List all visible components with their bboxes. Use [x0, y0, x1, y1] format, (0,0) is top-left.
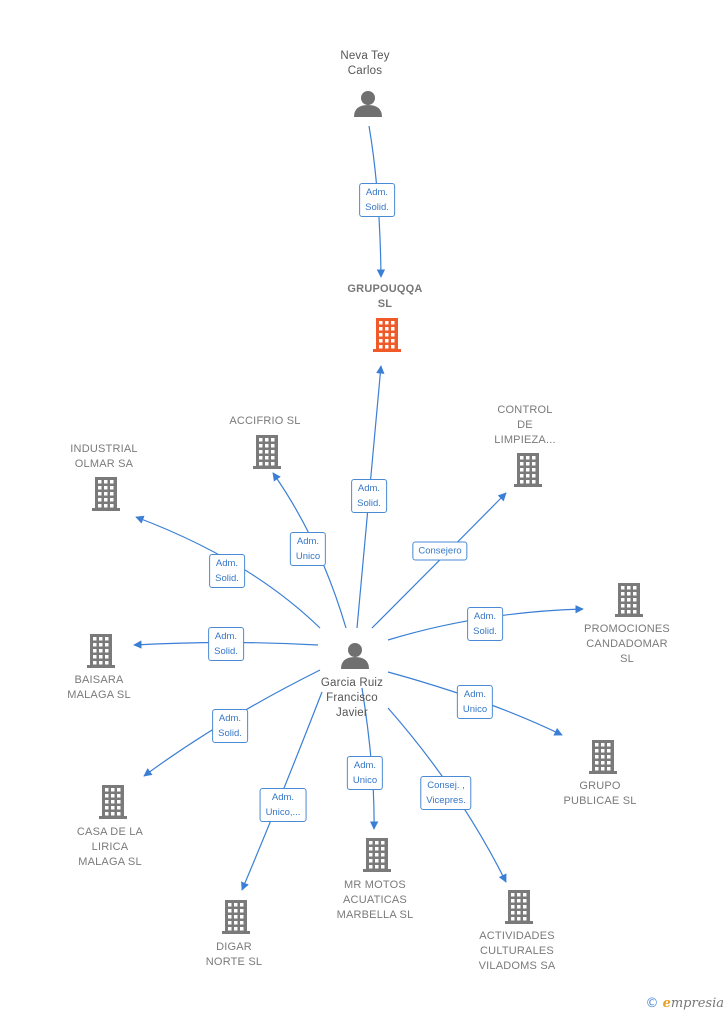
edge-label-line: Solid. [215, 573, 239, 584]
node-label-line: NORTE SL [205, 956, 263, 968]
person-icon[interactable] [341, 643, 369, 669]
building-icon[interactable] [505, 890, 533, 924]
building-icon[interactable] [373, 318, 401, 352]
edge-label-line: Vicepres. [426, 795, 466, 806]
edge-label-line: Consej. , [427, 780, 465, 791]
node-label-line: Neva Tey [340, 50, 390, 62]
node-label-baisara[interactable]: BAISARA MALAGA SL [67, 673, 131, 703]
node-label-line: LIMPIEZA... [494, 434, 556, 446]
node-label-line: CULTURALES [480, 945, 554, 957]
building-icon[interactable] [99, 785, 127, 819]
node-label-line: PROMOCIONES [584, 623, 670, 635]
node-label-industrial[interactable]: INDUSTRIAL OLMAR SA [70, 442, 137, 472]
building-icon[interactable] [615, 583, 643, 617]
edge-label-line: Adm. [215, 558, 239, 569]
node-label-digar[interactable]: DIGAR NORTE SL [206, 940, 262, 970]
edge-label-garcia-baisara[interactable]: Adm. Solid. [208, 627, 244, 661]
building-icon[interactable] [87, 634, 115, 668]
building-icon[interactable] [92, 477, 120, 511]
edge-label-line: Solid. [214, 646, 238, 657]
edge-label-line: Adm. [365, 187, 389, 198]
node-label-line: Francisco [326, 692, 378, 704]
node-label-line: DE [517, 419, 533, 431]
edge-label-line: Solid. [357, 498, 381, 509]
node-label-line: SL [377, 298, 393, 310]
building-icon[interactable] [514, 453, 542, 487]
node-label-line: ACTIVIDADES [479, 930, 555, 942]
edge-label-line: Adm. [218, 713, 242, 724]
node-label-line: CASA DE LA [76, 826, 144, 838]
building-icon[interactable] [222, 900, 250, 934]
edge-label-line: Adm. [214, 631, 238, 642]
node-label-line: GRUPO [579, 780, 621, 792]
node-label-grupo[interactable]: GRUPO PUBLICAE SL [563, 779, 636, 809]
edge-label-garcia-grupouqqa[interactable]: Adm. Solid. [351, 479, 387, 513]
building-icon[interactable] [589, 740, 617, 774]
edge-label-garcia-casa[interactable]: Adm. Solid. [212, 709, 248, 743]
building-icon[interactable] [363, 838, 391, 872]
edge-label-line: Adm. [353, 760, 377, 771]
edge-label-garcia-mrmotos[interactable]: Adm. Unico [346, 756, 384, 790]
node-label-line: ACUATICAS [343, 894, 407, 906]
edge-label-garcia-accifrio[interactable]: Adm. Unico [289, 532, 327, 566]
edge-label-garcia-control[interactable]: Consejero [412, 541, 468, 561]
edge-label-line: Adm. [271, 792, 295, 803]
edge-label-line: Solid. [365, 202, 389, 213]
node-label-line: CANDADOMAR [586, 638, 668, 650]
edge-label-line: Adm. [357, 483, 381, 494]
node-label-line: INDUSTRIAL [70, 443, 138, 455]
edge-label-neva-grupouqqa[interactable]: Adm. Solid. [359, 183, 395, 217]
node-label-line: LIRICA [91, 841, 129, 853]
edge-label-garcia-promociones[interactable]: Adm. Solid. [467, 607, 503, 641]
node-label-promociones[interactable]: PROMOCIONES CANDADOMAR SL [584, 622, 670, 667]
node-label-grupouqqa[interactable]: GRUPOUQQA SL [347, 282, 422, 312]
node-label-line: MALAGA SL [78, 856, 142, 868]
edge-label-line: Unico,... [265, 807, 301, 818]
building-icon[interactable] [253, 435, 281, 469]
edge-label-line: Adm. [296, 536, 320, 547]
edge-label-line: Unico [462, 704, 488, 715]
node-label-line: SL [620, 653, 634, 665]
node-label-line: ACCIFRIO SL [229, 415, 301, 427]
node-label-control[interactable]: CONTROL DE LIMPIEZA... [494, 403, 556, 448]
node-label-line: Carlos [347, 65, 383, 77]
edge-label-line: Solid. [218, 728, 242, 739]
edge-label-line: Consejero [418, 545, 462, 557]
edge-label-garcia-grupo[interactable]: Adm. Unico [456, 685, 494, 719]
empresia-logo: © empresia [645, 996, 724, 1011]
edge-label-garcia-digar[interactable]: Adm. Unico,... [259, 788, 307, 822]
person-icon[interactable] [354, 91, 382, 117]
edge-label-line: Adm. [473, 611, 497, 622]
node-label-line: CONTROL [497, 404, 553, 416]
edge-label-line: Solid. [473, 626, 497, 637]
edge-label-garcia-industrial[interactable]: Adm. Solid. [209, 554, 245, 588]
node-label-line: Garcia Ruiz [320, 677, 384, 689]
node-label-line: MR MOTOS [344, 879, 406, 891]
node-label-line: MALAGA SL [67, 689, 131, 701]
edge-label-line: Unico [352, 775, 378, 786]
node-label-line: Javier [336, 707, 368, 719]
node-label-accifrio[interactable]: ACCIFRIO SL [229, 414, 300, 429]
edge-label-line: Unico [295, 551, 321, 562]
node-label-casa[interactable]: CASA DE LA LIRICA MALAGA SL [77, 825, 143, 870]
node-label-actividades[interactable]: ACTIVIDADES CULTURALES VILADOMS SA [479, 929, 556, 974]
node-label-line: OLMAR SA [74, 458, 134, 470]
node-label-line: VILADOMS SA [478, 960, 556, 972]
node-label-mrmotos[interactable]: MR MOTOS ACUATICAS MARBELLA SL [337, 878, 414, 923]
copyright-icon: © [645, 996, 659, 1011]
edge-label-garcia-actividades[interactable]: Consej. , Vicepres. [420, 776, 472, 810]
node-label-line: GRUPOUQQA [347, 283, 423, 295]
node-label-line: DIGAR [216, 941, 252, 953]
node-label-line: BAISARA [74, 674, 124, 686]
node-label-line: MARBELLA SL [336, 909, 414, 921]
edge-label-line: Adm. [463, 689, 487, 700]
node-label-line: PUBLICAE SL [563, 795, 637, 807]
